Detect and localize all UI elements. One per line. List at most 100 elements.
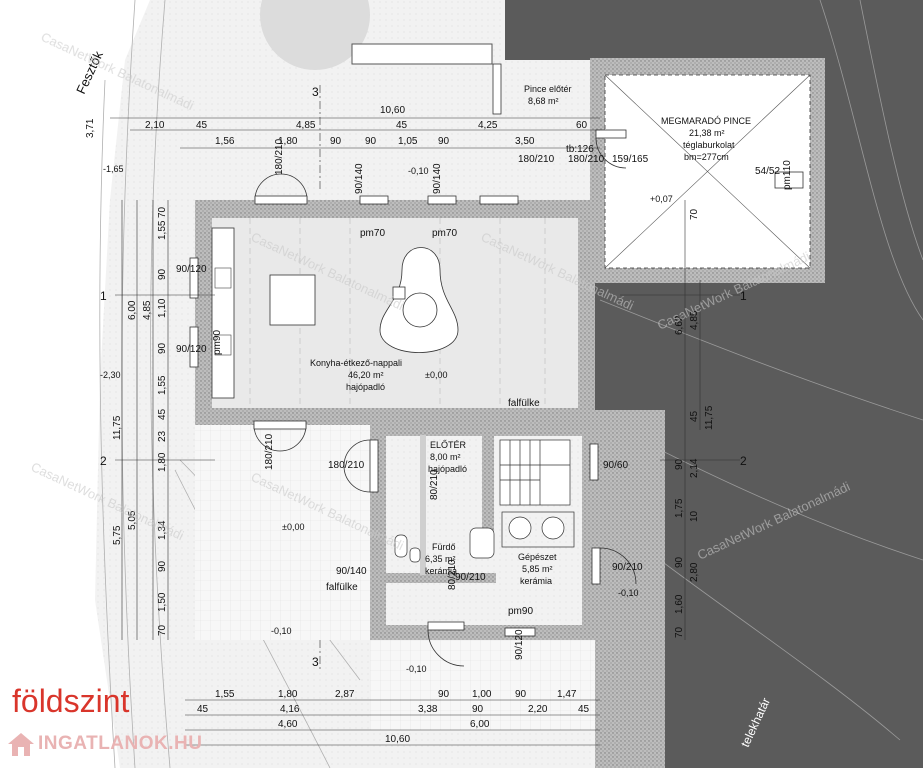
svg-text:70: 70 [689,208,700,220]
svg-text:pm110: pm110 [782,160,793,190]
svg-text:90: 90 [438,136,450,147]
svg-text:90: 90 [157,560,168,572]
kitchen-island [269,274,316,326]
svg-text:3,38: 3,38 [418,704,438,715]
svg-text:pm90: pm90 [212,330,223,355]
svg-text:1,50: 1,50 [157,592,168,612]
svg-text:4,16: 4,16 [280,704,300,715]
svg-text:159/165: 159/165 [612,154,649,165]
svg-text:2,14: 2,14 [689,458,700,478]
svg-text:4,85: 4,85 [296,120,316,131]
svg-text:10: 10 [689,510,700,522]
svg-text:1: 1 [740,289,747,303]
svg-text:45: 45 [197,704,209,715]
svg-text:6,00: 6,00 [470,719,490,730]
svg-text:90/140: 90/140 [432,163,443,194]
room-cellar-name: MEGMARADÓ PINCE [661,116,751,126]
svg-text:-2,30: -2,30 [100,370,121,380]
fireplace [379,247,459,353]
svg-text:54/52: 54/52 [755,166,780,177]
svg-text:pm70: pm70 [432,228,457,239]
section-markers: 1 1 2 2 3 3 [100,85,747,669]
svg-text:2: 2 [100,454,107,468]
svg-text:180/210: 180/210 [568,154,605,165]
svg-text:90: 90 [330,136,342,147]
svg-text:8,68 m²: 8,68 m² [528,96,559,106]
svg-text:11,75: 11,75 [704,405,715,430]
room-labels: Konyha-étkező-nappali 46,20 m² hajópadló… [310,84,751,586]
svg-text:180/210: 180/210 [264,433,275,470]
svg-text:10,60: 10,60 [385,734,410,745]
openings [189,63,804,667]
svg-text:11,75: 11,75 [112,415,123,440]
svg-text:90: 90 [157,268,168,280]
svg-text:4,25: 4,25 [478,120,498,131]
svg-text:1,10: 1,10 [157,298,168,318]
svg-text:1,47: 1,47 [557,689,577,700]
svg-text:pm70: pm70 [360,228,385,239]
svg-text:8,00 m²: 8,00 m² [430,452,461,462]
svg-text:1,60: 1,60 [674,594,685,614]
svg-text:45: 45 [196,120,208,131]
svg-text:80/210: 80/210 [447,559,458,590]
svg-text:46,20 m²: 46,20 m² [348,370,384,380]
svg-text:1,34: 1,34 [157,520,168,540]
ingatlanok-logo[interactable]: INGATLANOK.HU [6,728,214,760]
svg-text:90/140: 90/140 [336,566,367,577]
svg-text:180/210: 180/210 [328,460,365,471]
hob-icon [214,334,232,356]
svg-text:23: 23 [157,430,168,442]
svg-text:5,75: 5,75 [112,525,123,545]
misc-labels: pm70 pm70 pm90 pm90 pm110 falfülke falfü… [212,144,793,617]
svg-text:3: 3 [312,85,319,99]
svg-text:90/60: 90/60 [603,460,628,471]
svg-text:45: 45 [689,410,700,422]
kitchen-counter [211,227,316,399]
terrace [195,420,370,640]
svg-text:±0,00: ±0,00 [282,522,304,532]
dimension-lines [110,85,740,746]
svg-text:6,62: 6,62 [674,315,685,335]
floor-title: földszint [12,683,130,719]
svg-text:2,87: 2,87 [335,689,355,700]
entrance-terrace [370,640,600,730]
svg-text:60: 60 [576,120,588,131]
svg-text:90/120: 90/120 [176,264,207,275]
svg-text:6,35 m²: 6,35 m² [425,554,456,564]
room-hall-name: ELŐTÉR [430,440,467,450]
svg-text:tb:126: tb:126 [566,144,594,155]
svg-text:-1,65: -1,65 [103,164,124,174]
svg-text:hajópadló: hajópadló [346,382,385,392]
svg-text:falfülke: falfülke [326,582,358,593]
svg-text:-0,10: -0,10 [406,664,427,674]
bathroom-fixtures [394,511,575,563]
svg-text:90: 90 [365,136,377,147]
svg-text:21,38 m²: 21,38 m² [689,128,725,138]
svg-text:1,55: 1,55 [215,689,235,700]
svg-text:5,85 m²: 5,85 m² [522,564,553,574]
svg-text:4,85: 4,85 [142,300,153,320]
svg-text:pm90: pm90 [508,606,533,617]
svg-text:90/210: 90/210 [455,572,486,583]
svg-text:2,20: 2,20 [528,704,548,715]
room-living-name: Konyha-étkező-nappali [310,358,402,368]
svg-text:70: 70 [674,626,685,638]
left-dimensions: 11,75 5,75 6,00 5,05 4,85 70 1,55 90 1,1… [112,206,168,636]
svg-text:falfülke: falfülke [508,398,540,409]
svg-text:90/140: 90/140 [354,163,365,194]
svg-text:1: 1 [100,289,107,303]
svg-text:90/120: 90/120 [176,344,207,355]
room-bath-name: Fürdő [432,542,456,552]
svg-text:1,05: 1,05 [398,136,418,147]
svg-text:2,10: 2,10 [145,120,165,131]
staircase [499,439,571,506]
svg-text:45: 45 [157,408,168,420]
bottom-dimensions: 1,55 1,80 2,87 90 1,00 90 1,47 45 4,16 3… [197,689,590,745]
svg-text:90: 90 [472,704,484,715]
svg-text:kerámia: kerámia [520,576,552,586]
svg-text:1,75: 1,75 [674,498,685,518]
svg-text:90/210: 90/210 [612,562,643,573]
svg-text:90/120: 90/120 [514,629,525,660]
